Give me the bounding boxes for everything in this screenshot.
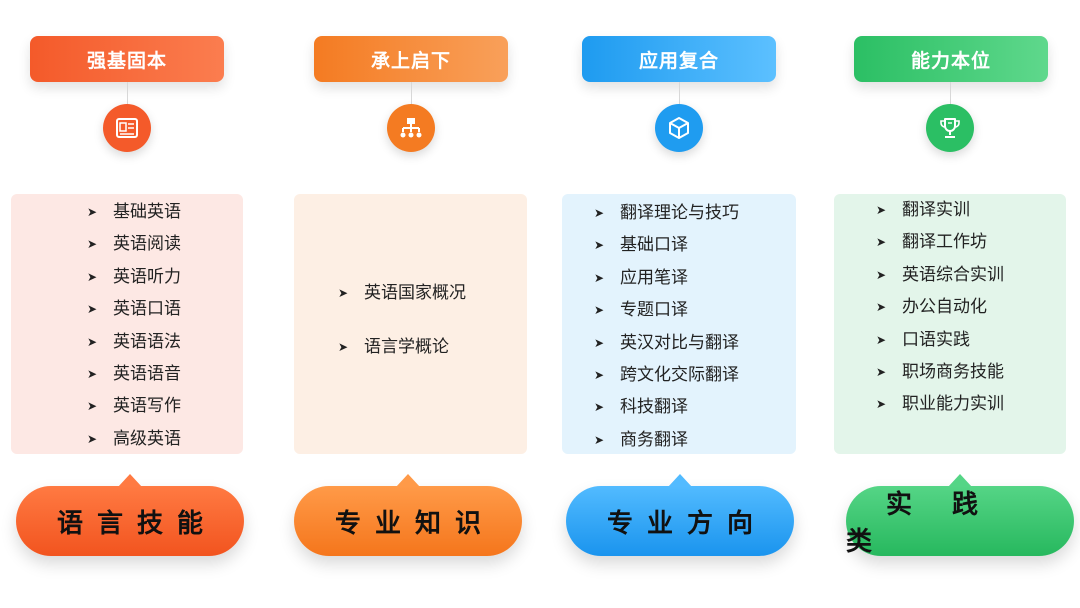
list-item: ➤英语写作 bbox=[87, 390, 243, 422]
category-label: 语言技能 bbox=[56, 508, 217, 539]
arrow-bullet-icon: ➤ bbox=[87, 205, 98, 219]
header-label: 强基固本 bbox=[86, 49, 167, 72]
list-item: ➤英语国家概况 bbox=[338, 266, 527, 320]
arrow-bullet-icon: ➤ bbox=[87, 366, 98, 381]
arrow-bullet-icon: ➤ bbox=[338, 340, 349, 354]
connector-line bbox=[127, 82, 128, 106]
arrow-bullet-icon: ➤ bbox=[87, 237, 98, 252]
course-list: ➤基础英语 ➤英语阅读 ➤英语听力 ➤英语口语 ➤英语语法 ➤英语语音 ➤英语写… bbox=[87, 196, 243, 455]
textbook-icon bbox=[103, 104, 151, 152]
list-item: ➤基础英语 bbox=[87, 196, 243, 228]
arrow-bullet-icon: ➤ bbox=[87, 334, 98, 349]
list-item: ➤英语听力 bbox=[87, 261, 243, 293]
connector-line bbox=[679, 82, 680, 106]
connector-line bbox=[411, 82, 412, 106]
list-item: ➤科技翻译 bbox=[594, 391, 796, 423]
column-professional-direction: 应用复合 ➤翻译理论与技巧 ➤基础口译 ➤应用笔译 ➤专题口译 ➤英汉对比与翻译… bbox=[0, 0, 796, 608]
header-pill: 能力本位 bbox=[854, 36, 1048, 82]
course-list: ➤英语国家概况 ➤语言学概论 bbox=[338, 266, 527, 374]
list-item: ➤语言学概论 bbox=[338, 320, 527, 374]
category-label: 专业知识 bbox=[334, 508, 495, 539]
arrow-bullet-icon: ➤ bbox=[594, 335, 605, 350]
header-label: 承上启下 bbox=[370, 49, 451, 72]
list-item: ➤办公自动化 bbox=[876, 291, 1066, 323]
category-pill: 实践类 bbox=[846, 474, 1074, 557]
arrow-bullet-icon: ➤ bbox=[594, 432, 605, 447]
arrow-bullet-icon: ➤ bbox=[876, 235, 887, 250]
header-label: 能力本位 bbox=[910, 49, 991, 72]
list-item: ➤商务翻译 bbox=[594, 424, 796, 456]
arrow-bullet-icon: ➤ bbox=[876, 300, 887, 315]
arrow-bullet-icon: ➤ bbox=[876, 397, 887, 412]
pill-notch bbox=[396, 474, 420, 487]
list-item: ➤英语口语 bbox=[87, 293, 243, 325]
list-item: ➤跨文化交际翻译 bbox=[594, 359, 796, 391]
pill-notch bbox=[118, 474, 142, 487]
course-list-box: ➤基础英语 ➤英语阅读 ➤英语听力 ➤英语口语 ➤英语语法 ➤英语语音 ➤英语写… bbox=[11, 194, 243, 454]
arrow-bullet-icon: ➤ bbox=[876, 203, 887, 217]
category-pill: 专业方向 bbox=[566, 474, 794, 556]
list-item: ➤翻译理论与技巧 bbox=[594, 197, 796, 229]
header-pill: 强基固本 bbox=[30, 36, 224, 82]
cube-icon bbox=[655, 104, 703, 152]
arrow-bullet-icon: ➤ bbox=[87, 399, 98, 414]
arrow-bullet-icon: ➤ bbox=[876, 267, 887, 282]
list-item: ➤英汉对比与翻译 bbox=[594, 327, 796, 359]
course-list-box: ➤翻译理论与技巧 ➤基础口译 ➤应用笔译 ➤专题口译 ➤英汉对比与翻译 ➤跨文化… bbox=[562, 194, 796, 454]
list-item: ➤职场商务技能 bbox=[876, 356, 1066, 388]
connector-line bbox=[950, 82, 951, 106]
list-item: ➤口语实践 bbox=[876, 324, 1066, 356]
pill-notch bbox=[668, 474, 692, 487]
category-label: 专业方向 bbox=[606, 508, 767, 539]
list-item: ➤英语阅读 bbox=[87, 228, 243, 260]
header-pill: 应用复合 bbox=[582, 36, 776, 82]
course-list: ➤翻译理论与技巧 ➤基础口译 ➤应用笔译 ➤专题口译 ➤英汉对比与翻译 ➤跨文化… bbox=[594, 197, 796, 456]
list-item: ➤翻译实训 bbox=[876, 194, 1066, 226]
arrow-bullet-icon: ➤ bbox=[594, 367, 605, 382]
arrow-bullet-icon: ➤ bbox=[87, 269, 98, 284]
list-item: ➤英语语音 bbox=[87, 358, 243, 390]
list-item: ➤英语语法 bbox=[87, 326, 243, 358]
arrow-bullet-icon: ➤ bbox=[594, 238, 605, 253]
arrow-bullet-icon: ➤ bbox=[338, 286, 349, 300]
category-label: 实践类 bbox=[846, 490, 1019, 557]
header-pill: 承上启下 bbox=[314, 36, 508, 82]
trophy-icon bbox=[926, 104, 974, 152]
pill-notch bbox=[948, 474, 972, 487]
list-item: ➤专题口译 bbox=[594, 294, 796, 326]
header-label: 应用复合 bbox=[638, 49, 719, 72]
arrow-bullet-icon: ➤ bbox=[876, 364, 887, 379]
hierarchy-icon bbox=[387, 104, 435, 152]
arrow-bullet-icon: ➤ bbox=[594, 303, 605, 318]
arrow-bullet-icon: ➤ bbox=[594, 206, 605, 220]
list-item: ➤英语综合实训 bbox=[876, 259, 1066, 291]
course-list-box: ➤英语国家概况 ➤语言学概论 bbox=[294, 194, 527, 454]
arrow-bullet-icon: ➤ bbox=[594, 270, 605, 285]
category-pill: 专业知识 bbox=[294, 474, 522, 556]
arrow-bullet-icon: ➤ bbox=[876, 332, 887, 347]
arrow-bullet-icon: ➤ bbox=[87, 302, 98, 317]
course-list-box: ➤翻译实训 ➤翻译工作坊 ➤英语综合实训 ➤办公自动化 ➤口语实践 ➤职场商务技… bbox=[834, 194, 1066, 454]
category-pill: 语言技能 bbox=[16, 474, 244, 556]
list-item: ➤职业能力实训 bbox=[876, 388, 1066, 420]
list-item: ➤翻译工作坊 bbox=[876, 226, 1066, 258]
list-item: ➤基础口译 bbox=[594, 229, 796, 261]
list-item: ➤应用笔译 bbox=[594, 262, 796, 294]
column-professional-knowledge: 承上启下 ➤英语国家概况 ➤语言学概论 专业知识 bbox=[0, 0, 527, 608]
list-item: ➤高级英语 bbox=[87, 423, 243, 455]
arrow-bullet-icon: ➤ bbox=[594, 400, 605, 415]
course-list: ➤翻译实训 ➤翻译工作坊 ➤英语综合实训 ➤办公自动化 ➤口语实践 ➤职场商务技… bbox=[876, 194, 1066, 421]
arrow-bullet-icon: ➤ bbox=[87, 431, 98, 446]
column-language-skills: 强基固本 ➤基础英语 ➤英语阅读 ➤英语听力 ➤英语口语 ➤英语语法 ➤英语语音… bbox=[0, 0, 270, 608]
